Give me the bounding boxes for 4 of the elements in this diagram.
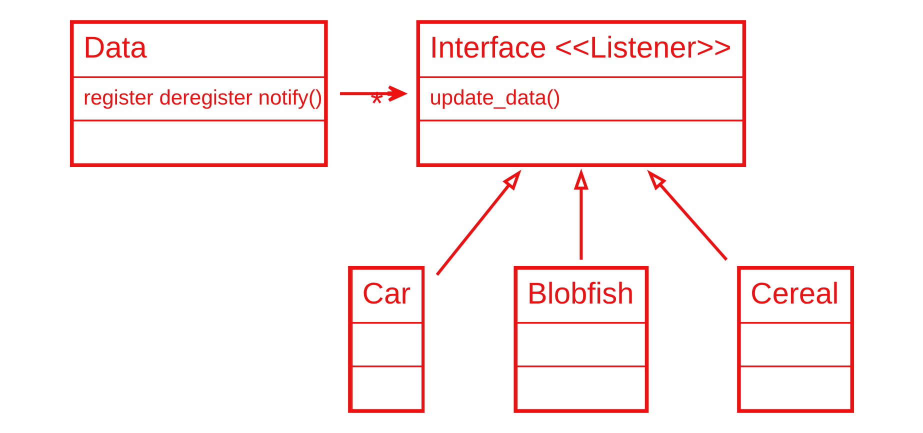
arrow bbox=[435, 170, 521, 276]
arrow bbox=[340, 85, 406, 102]
arrow bbox=[573, 168, 588, 260]
arrow bbox=[646, 170, 728, 261]
